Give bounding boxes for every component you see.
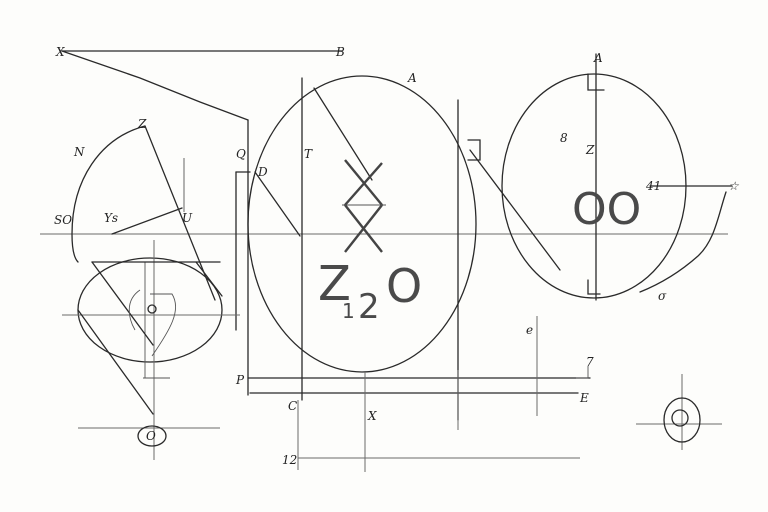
lower-left-long-diag (77, 309, 154, 415)
label-left-point: U (182, 211, 193, 225)
inner-arc (128, 289, 141, 331)
label-right-sigma: σ (658, 289, 667, 303)
right-angle-bottom (587, 279, 601, 295)
label-top-left: X (55, 45, 65, 59)
label-right-8: 8 (560, 131, 568, 145)
label-left-small: Ys (104, 211, 118, 225)
right-connector-diag (469, 149, 561, 271)
lower-left-circle (77, 257, 223, 363)
center-diag (313, 87, 373, 181)
lower-left-diag (91, 261, 154, 346)
right-circle-text: OO (572, 184, 641, 235)
x-mark-1b (344, 162, 383, 206)
center-circle (247, 75, 477, 373)
center-point (147, 304, 157, 314)
bottom-hook (576, 366, 589, 379)
lower-left-diag-2 (195, 261, 223, 297)
label-bottom-ce: e (526, 323, 533, 337)
label-bottom-x: X (367, 409, 377, 423)
label-right-z: Z (585, 143, 595, 157)
label-left-axis: SO (54, 213, 72, 227)
label-bottom-c: C (288, 399, 297, 413)
label-left-arc-top: Z (137, 117, 147, 131)
label-right-star: ☆ (728, 179, 740, 193)
label-mid-t: T (304, 147, 313, 161)
left-chord (111, 207, 183, 235)
formula-digit-2: 2 (358, 287, 380, 327)
formula-subscript-1: 1 (342, 299, 355, 323)
right-outer-curve (639, 191, 727, 293)
target-inner-circle (671, 409, 689, 427)
label-bottom-12: 12 (282, 453, 297, 467)
label-mid-top: A (407, 71, 417, 85)
right-angle-top (587, 73, 605, 91)
label-mid-left-d: D (257, 165, 268, 179)
inner-curve (150, 293, 177, 357)
label-right-41: 41 (645, 179, 661, 193)
left-to-center-diag (254, 171, 301, 237)
label-bottom-7: 7 (586, 355, 594, 369)
bottom-left-small-circle (137, 425, 167, 447)
label-bottom-e: E (579, 391, 589, 405)
formula-o: O (386, 259, 422, 313)
top-diagonal (61, 50, 249, 121)
label-bottom-left-o: O (146, 429, 156, 443)
target-outer-circle (663, 397, 701, 443)
x-mark-2b (344, 204, 383, 253)
label-right-top: A (593, 51, 603, 65)
left-arc (71, 125, 146, 263)
formula-z: Z (318, 256, 351, 312)
right-tangent-box (467, 139, 481, 161)
label-left-arc-mid: N (73, 145, 85, 159)
label-mid-left-q: Q (236, 147, 246, 161)
label-bottom-p: P (235, 373, 245, 387)
label-top-right: B (335, 45, 345, 59)
